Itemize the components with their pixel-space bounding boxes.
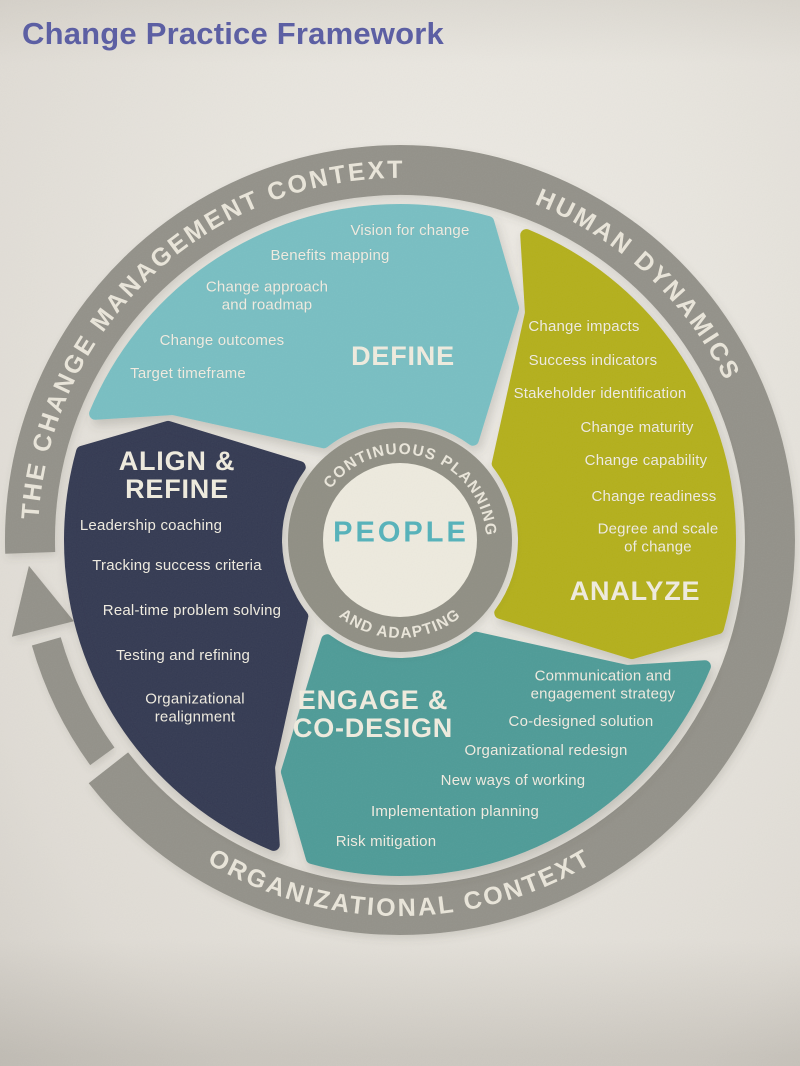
engage-item: Communication and engagement strategy: [530, 667, 676, 702]
define-item: Change approach and roadmap: [205, 278, 329, 313]
align-item: Organizational realignment: [145, 690, 245, 725]
align-item: Testing and refining: [115, 647, 251, 665]
define-item: Benefits mapping: [270, 247, 390, 265]
engage-item: Organizational redesign: [464, 742, 628, 760]
analyze-title: ANALYZE: [569, 575, 701, 606]
align-title: ALIGN & REFINE: [118, 445, 236, 504]
engage-item: Risk mitigation: [335, 833, 437, 851]
analyze-item: Degree and scale of change: [597, 520, 719, 555]
engage-item: Implementation planning: [370, 803, 540, 821]
analyze-item: Success indicators: [528, 352, 658, 370]
engage-item: Co-designed solution: [508, 713, 654, 731]
analyze-item: Stakeholder identification: [513, 385, 687, 403]
analyze-item: Change maturity: [580, 419, 694, 437]
define-item: Target timeframe: [130, 365, 246, 383]
define-item: Change outcomes: [159, 332, 285, 350]
analyze-item: Change readiness: [591, 488, 717, 506]
align-item: Tracking success criteria: [92, 557, 262, 575]
engage-title: ENGAGE & CO-DESIGN: [292, 684, 454, 743]
define-item: Vision for change: [350, 222, 470, 240]
analyze-item: Change impacts: [528, 318, 640, 336]
align-item: Leadership coaching: [79, 517, 223, 535]
engage-item: New ways of working: [440, 772, 586, 790]
align-item: Real-time problem solving: [102, 602, 282, 620]
define-title: DEFINE: [351, 340, 455, 371]
analyze-item: Change capability: [584, 452, 708, 470]
